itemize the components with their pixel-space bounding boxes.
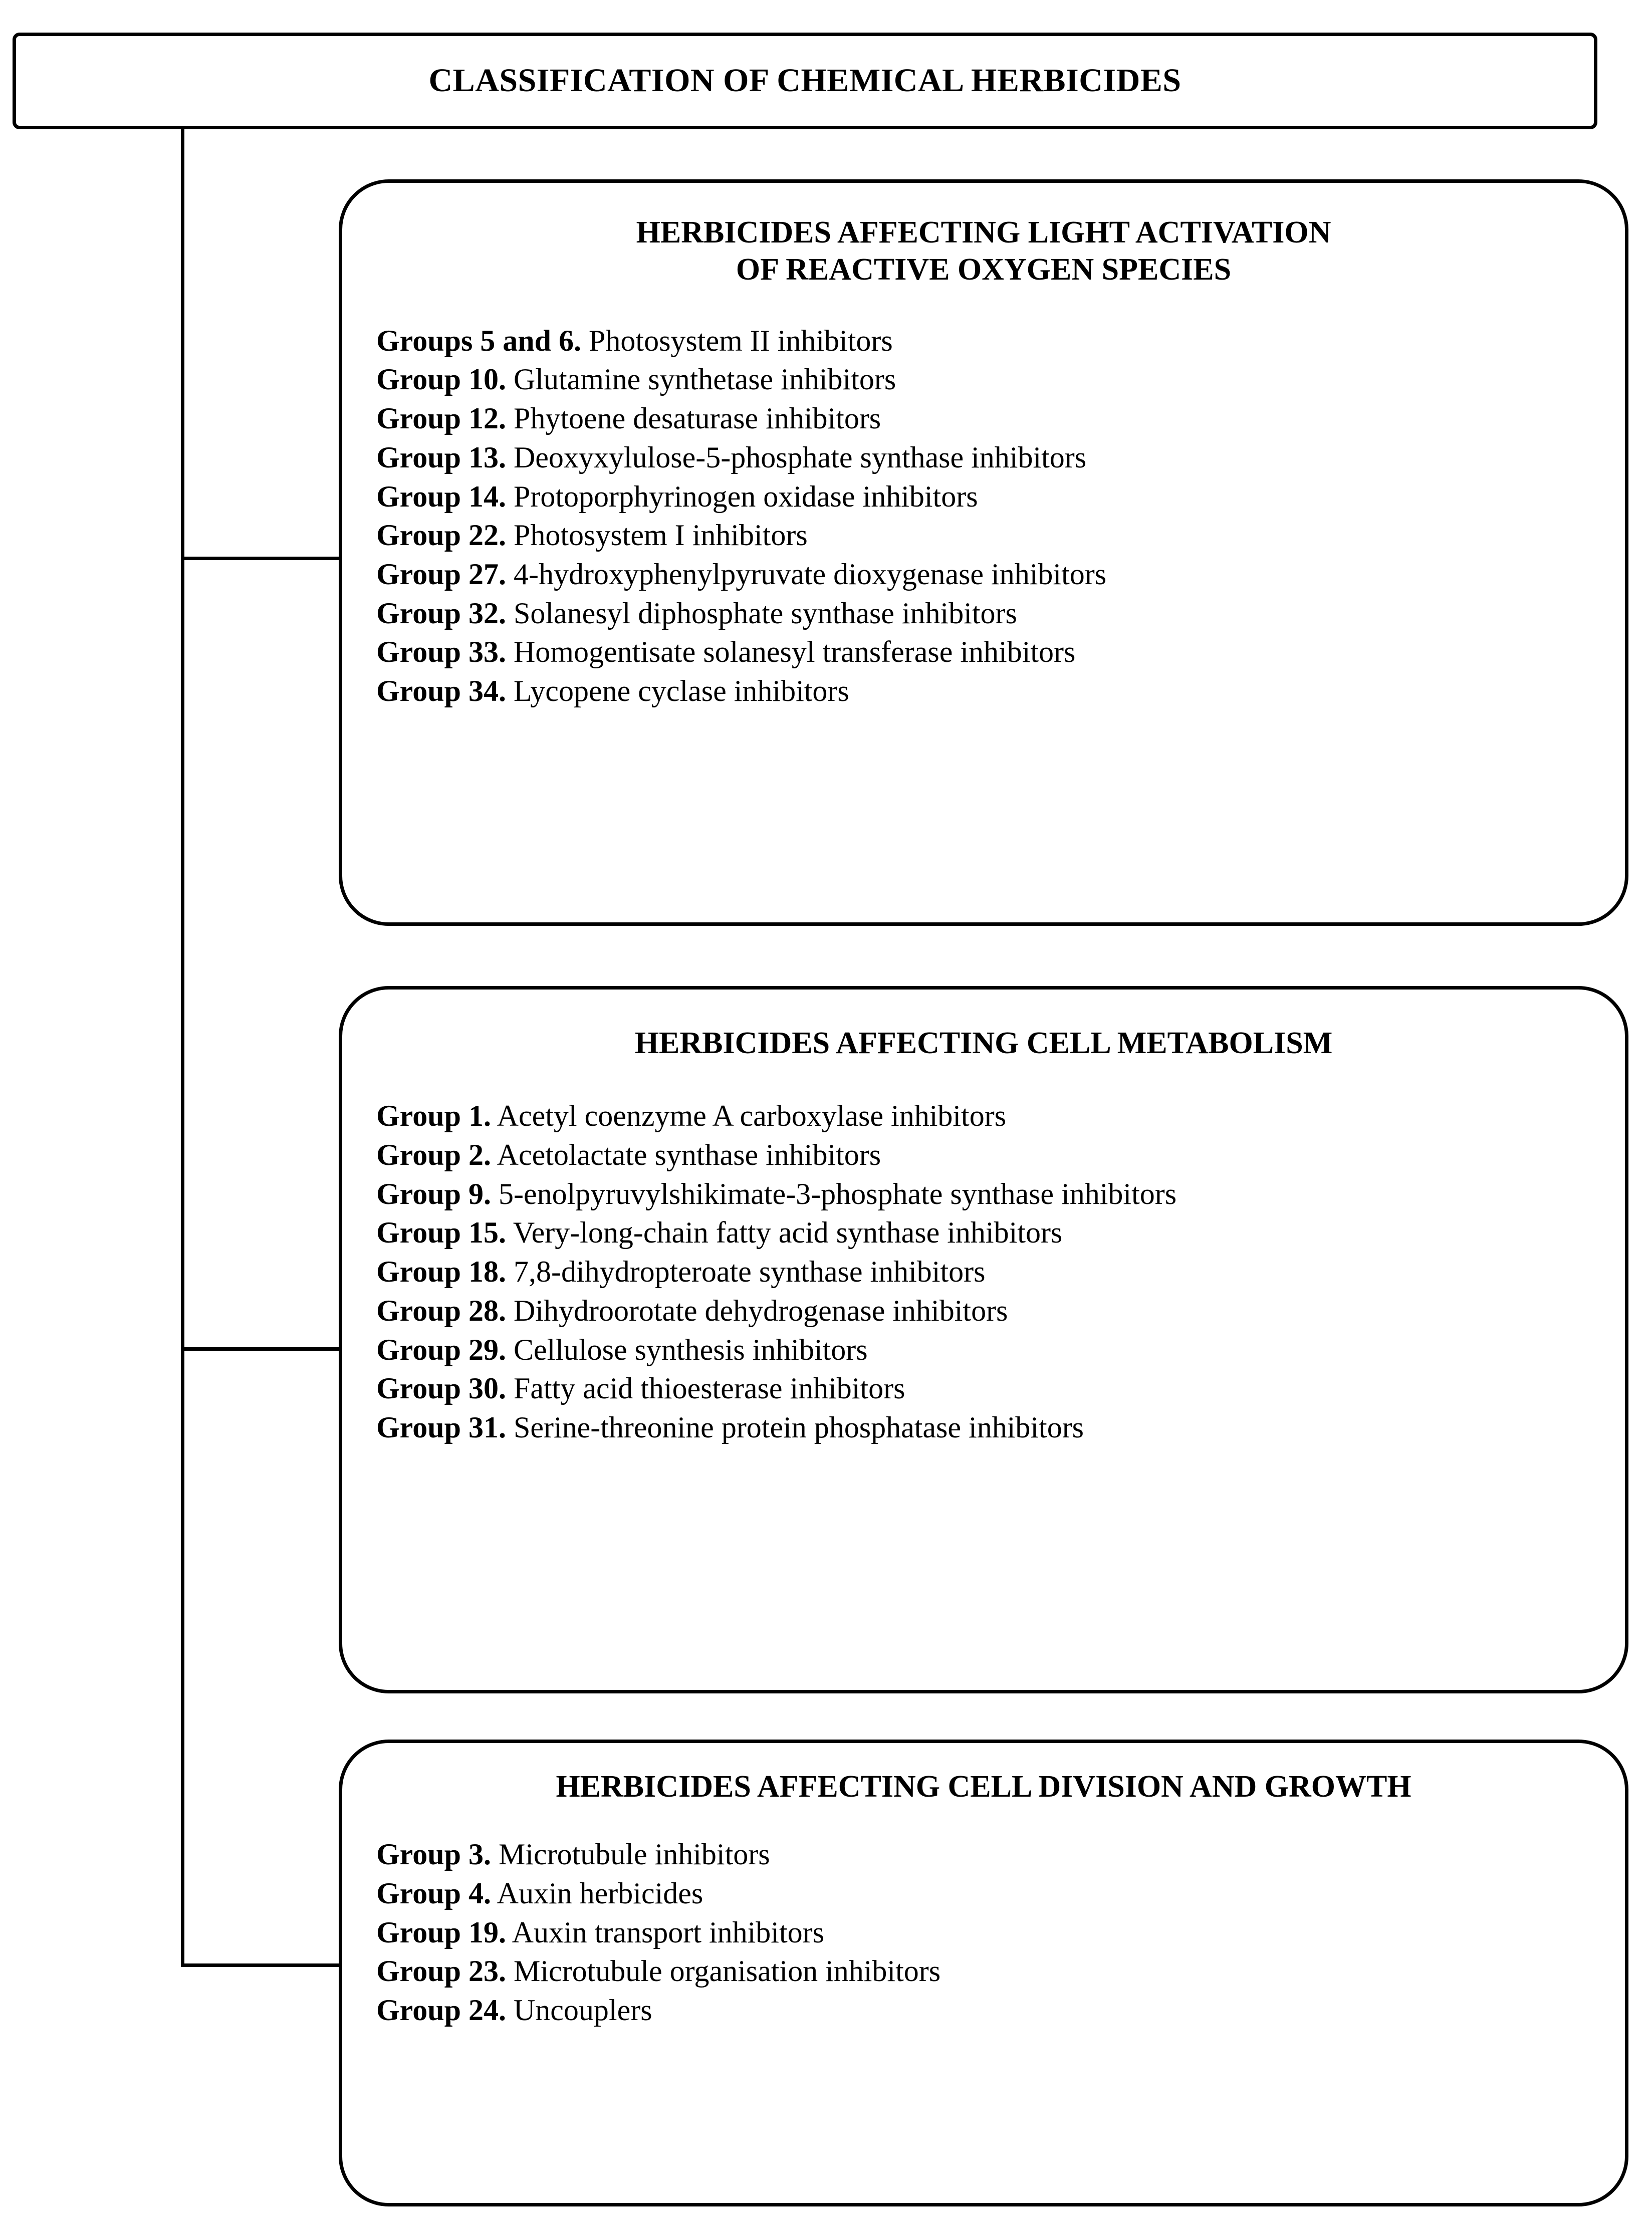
group-description: Dihydroorotate dehydrogenase inhibitors: [513, 1294, 1008, 1327]
list-item: Group 10. Glutamine synthetase inhibitor…: [376, 360, 1595, 399]
category-heading: HERBICIDES AFFECTING CELL METABOLISM: [634, 1026, 1333, 1060]
group-label: Group 9.: [376, 1177, 491, 1210]
group-label: Group 4.: [376, 1877, 491, 1910]
group-list: Groups 5 and 6. Photosystem II inhibitor…: [372, 322, 1595, 711]
group-description: Uncouplers: [513, 1994, 652, 2027]
list-item: Group 30. Fatty acid thioesterase inhibi…: [376, 1369, 1595, 1408]
group-description: Serine-threonine protein phosphatase inh…: [513, 1410, 1084, 1444]
list-item: Group 32. Solanesyl diphosphate synthase…: [376, 594, 1595, 633]
group-label: Group 10.: [376, 363, 506, 396]
group-description: Deoxyxylulose-5-phosphate synthase inhib…: [513, 440, 1087, 474]
branch-line-category-1: [181, 557, 341, 560]
group-description: Fatty acid thioesterase inhibitors: [513, 1372, 905, 1405]
list-item: Group 3. Microtubule inhibitors: [376, 1835, 1595, 1874]
group-label: Group 27.: [376, 557, 506, 591]
list-item: Group 15. Very-long-chain fatty acid syn…: [376, 1213, 1595, 1253]
list-item: Group 23. Microtubule organisation inhib…: [376, 1952, 1595, 1991]
page-title: CLASSIFICATION OF CHEMICAL HERBICIDES: [428, 62, 1182, 99]
category-box-light-activation: HERBICIDES AFFECTING LIGHT ACTIVATION OF…: [339, 179, 1628, 926]
group-description: Very-long-chain fatty acid synthase inhi…: [513, 1216, 1063, 1250]
group-description: Auxin herbicides: [497, 1877, 703, 1910]
group-label: Group 28.: [376, 1294, 506, 1327]
list-item: Group 29. Cellulose synthesis inhibitors: [376, 1331, 1595, 1370]
list-item: Group 19. Auxin transport inhibitors: [376, 1913, 1595, 1952]
list-item: Group 22. Photosystem I inhibitors: [376, 516, 1595, 555]
branch-line-category-2: [181, 1347, 341, 1351]
group-description: Cellulose synthesis inhibitors: [513, 1333, 868, 1366]
group-list: Group 3. Microtubule inhibitors Group 4.…: [372, 1835, 1595, 2030]
group-description: Acetyl coenzyme A carboxylase inhibitors: [497, 1099, 1007, 1133]
list-item: Group 9. 5-enolpyruvylshikimate-3-phosph…: [376, 1175, 1595, 1214]
list-item: Group 24. Uncouplers: [376, 1991, 1595, 2030]
group-label: Group 19.: [376, 1915, 506, 1949]
group-description: Glutamine synthetase inhibitors: [513, 363, 896, 396]
group-label: Group 13.: [376, 440, 506, 474]
group-description: Photosystem I inhibitors: [513, 519, 808, 552]
group-label: Group 2.: [376, 1138, 491, 1172]
category-box-cell-metabolism: HERBICIDES AFFECTING CELL METABOLISM Gro…: [339, 986, 1628, 1693]
group-description: Microtubule organisation inhibitors: [513, 1954, 941, 1988]
list-item: Group 34. Lycopene cyclase inhibitors: [376, 672, 1595, 711]
group-label: Group 12.: [376, 402, 506, 435]
list-item: Group 33. Homogentisate solanesyl transf…: [376, 633, 1595, 672]
list-item: Group 13. Deoxyxylulose-5-phosphate synt…: [376, 438, 1595, 477]
group-description: Microtubule inhibitors: [498, 1838, 770, 1871]
group-description: Acetolactate synthase inhibitors: [497, 1138, 881, 1172]
group-label: Group 1.: [376, 1099, 491, 1133]
group-label: Group 23.: [376, 1954, 506, 1988]
group-label: Group 32.: [376, 596, 506, 630]
group-label: Group 30.: [376, 1372, 506, 1405]
group-description: Solanesyl diphosphate synthase inhibitor…: [513, 596, 1017, 630]
category-heading: HERBICIDES AFFECTING CELL DIVISION AND G…: [556, 1770, 1411, 1804]
group-description: Auxin transport inhibitors: [512, 1915, 824, 1949]
group-list: Group 1. Acetyl coenzyme A carboxylase i…: [372, 1097, 1595, 1447]
group-description: 4-hydroxyphenylpyruvate dioxygenase inhi…: [513, 557, 1107, 591]
group-description: Homogentisate solanesyl transferase inhi…: [513, 635, 1076, 669]
list-item: Group 4. Auxin herbicides: [376, 1874, 1595, 1913]
category-heading: HERBICIDES AFFECTING LIGHT ACTIVATION OF…: [636, 215, 1331, 287]
group-label: Group 15.: [376, 1216, 506, 1250]
group-label: Group 14.: [376, 479, 506, 513]
group-description: Photosystem II inhibitors: [589, 324, 893, 357]
group-description: 5-enolpyruvylshikimate-3-phosphate synth…: [498, 1177, 1177, 1210]
category-box-cell-division-growth: HERBICIDES AFFECTING CELL DIVISION AND G…: [339, 1740, 1628, 2206]
list-item: Group 1. Acetyl coenzyme A carboxylase i…: [376, 1097, 1595, 1136]
group-label: Group 24.: [376, 1994, 506, 2027]
list-item: Groups 5 and 6. Photosystem II inhibitor…: [376, 322, 1595, 361]
group-label: Group 18.: [376, 1255, 506, 1289]
group-label: Group 34.: [376, 674, 506, 707]
trunk-vertical-line: [181, 129, 184, 1967]
list-item: Group 12. Phytoene desaturase inhibitors: [376, 399, 1595, 438]
group-label: Group 22.: [376, 519, 506, 552]
group-label: Group 33.: [376, 635, 506, 669]
group-description: 7,8-dihydropteroate synthase inhibitors: [513, 1255, 986, 1289]
list-item: Group 31. Serine-threonine protein phosp…: [376, 1408, 1595, 1447]
group-description: Phytoene desaturase inhibitors: [513, 402, 881, 435]
list-item: Group 28. Dihydroorotate dehydrogenase i…: [376, 1292, 1595, 1331]
group-label: Group 29.: [376, 1333, 506, 1366]
list-item: Group 14. Protoporphyrinogen oxidase inh…: [376, 477, 1595, 517]
root-classification-box: CLASSIFICATION OF CHEMICAL HERBICIDES: [13, 33, 1597, 129]
list-item: Group 18. 7,8-dihydropteroate synthase i…: [376, 1253, 1595, 1292]
group-label: Group 31.: [376, 1410, 506, 1444]
list-item: Group 27. 4-hydroxyphenylpyruvate dioxyg…: [376, 555, 1595, 594]
group-description: Protoporphyrinogen oxidase inhibitors: [513, 479, 978, 513]
list-item: Group 2. Acetolactate synthase inhibitor…: [376, 1136, 1595, 1175]
group-label: Group 3.: [376, 1838, 491, 1871]
branch-line-category-3: [181, 1963, 341, 1967]
group-description: Lycopene cyclase inhibitors: [513, 674, 849, 707]
group-label: Groups 5 and 6.: [376, 324, 582, 357]
